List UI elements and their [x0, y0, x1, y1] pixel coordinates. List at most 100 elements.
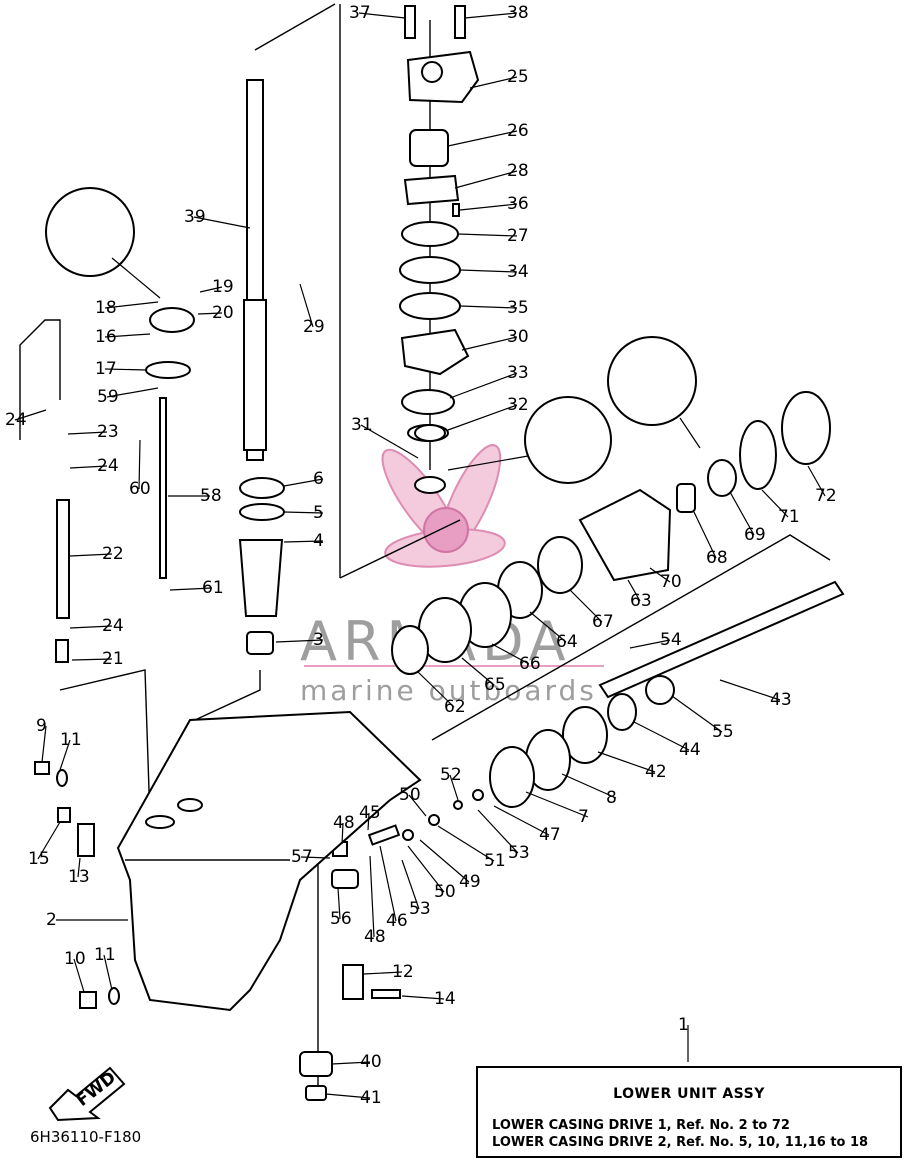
callout-label-63: 63 — [630, 591, 652, 611]
water-hose — [19, 319, 61, 440]
drive-shaft-group — [238, 79, 285, 655]
plate-13 — [77, 823, 95, 857]
callout-leader — [69, 553, 113, 557]
shift-parts — [299, 789, 484, 1101]
callout-leader — [138, 439, 141, 490]
spring-55 — [645, 675, 675, 705]
bolt-37 — [404, 5, 416, 39]
callout-label-23: 23 — [97, 422, 119, 442]
callout-leader — [437, 825, 495, 862]
detail-inset-1 — [45, 187, 135, 277]
callout-label-34: 34 — [507, 262, 529, 282]
propeller-logo-icon — [381, 444, 506, 568]
housing-63 — [578, 488, 672, 582]
callout-leader — [461, 657, 495, 686]
o-ring-17 — [145, 361, 191, 379]
callout-leader — [407, 845, 445, 893]
callout-leader — [337, 887, 341, 920]
water-tube-22 — [56, 499, 70, 619]
callout-leader — [447, 404, 518, 431]
callout-leader — [459, 305, 518, 309]
seal-31b — [414, 476, 446, 494]
callout-label-67: 67 — [592, 612, 614, 632]
callout-leader — [37, 821, 61, 860]
water-pump-stack — [399, 5, 480, 494]
callout-label-7: 7 — [578, 807, 589, 827]
callout-leader — [275, 639, 324, 643]
grommet-21 — [55, 639, 69, 663]
callout-leader — [69, 625, 113, 629]
callout-leader — [629, 639, 671, 649]
callout-leader — [597, 751, 656, 773]
callout-label-55: 55 — [712, 722, 734, 742]
callout-leader — [283, 511, 324, 514]
callout-leader — [459, 269, 518, 273]
callout-label-52: 52 — [440, 765, 462, 785]
detail-inset-2 — [607, 336, 697, 426]
nut-15 — [57, 807, 71, 823]
callout-label-33: 33 — [507, 363, 529, 383]
callout-leader — [477, 809, 519, 854]
callout-leader — [561, 773, 617, 799]
callout-label-54: 54 — [660, 630, 682, 650]
callout-label-56: 56 — [330, 909, 352, 929]
grill-12 — [342, 964, 364, 1000]
callout-label-4: 4 — [313, 531, 324, 551]
detail-inset-3 — [524, 396, 612, 484]
callout-label-60: 60 — [129, 479, 151, 499]
callout-label-32: 32 — [507, 395, 529, 415]
callout-label-3: 3 — [313, 630, 324, 650]
washer-71 — [739, 420, 777, 490]
callout-leader — [71, 658, 113, 661]
callout-leader — [41, 725, 47, 763]
bolt-10 — [79, 991, 97, 1009]
callout-label-20: 20 — [212, 303, 234, 323]
bearing-68 — [676, 483, 696, 513]
seal-69 — [707, 459, 737, 497]
bearing-6 — [239, 477, 285, 499]
callout-leader — [73, 958, 85, 993]
callout-label-53: 53 — [409, 899, 431, 919]
shim-5 — [239, 503, 285, 521]
impeller-28 — [403, 174, 460, 206]
callout-leader — [369, 855, 375, 938]
callout-leader — [493, 805, 550, 836]
o-ring-67 — [537, 536, 583, 594]
assembly-note-title: LOWER UNIT ASSY — [613, 1086, 765, 1102]
callout-label-11: 11 — [60, 730, 82, 750]
callout-label-46: 46 — [386, 911, 408, 931]
callout-label-37: 37 — [349, 3, 371, 23]
callout-label-11: 11 — [94, 945, 116, 965]
callout-label-72: 72 — [815, 486, 837, 506]
screw-14 — [371, 989, 401, 999]
callout-label-51: 51 — [484, 851, 506, 871]
callout-label-39: 39 — [184, 207, 206, 227]
callout-label-71: 71 — [778, 507, 800, 527]
callout-label-26: 26 — [507, 121, 529, 141]
bolt-9 — [34, 761, 50, 775]
callout-label-9: 9 — [36, 716, 47, 736]
housing-30 — [400, 328, 470, 376]
callout-label-59: 59 — [97, 387, 119, 407]
callout-leader — [417, 671, 455, 708]
watermark-tagline: marine outboards — [300, 674, 597, 707]
callout-label-27: 27 — [507, 226, 529, 246]
callout-leader — [69, 465, 108, 469]
callout-leader — [283, 540, 324, 543]
callout-leader — [627, 579, 641, 602]
callout-leader — [67, 431, 108, 435]
callout-leaders — [14, 12, 826, 1099]
callout-label-24: 24 — [97, 456, 119, 476]
callout-leader — [367, 812, 370, 831]
gasket-35 — [399, 292, 461, 320]
callout-leader — [807, 465, 826, 497]
callout-label-31: 31 — [351, 415, 373, 435]
gear-42 — [562, 706, 608, 764]
callout-leader — [649, 567, 671, 583]
callout-label-66: 66 — [519, 654, 541, 674]
callout-label-58: 58 — [200, 486, 222, 506]
lower-casing-2 — [116, 710, 422, 1012]
callout-leader — [529, 611, 567, 643]
callout-leader — [454, 170, 518, 189]
callout-leader — [693, 511, 717, 559]
